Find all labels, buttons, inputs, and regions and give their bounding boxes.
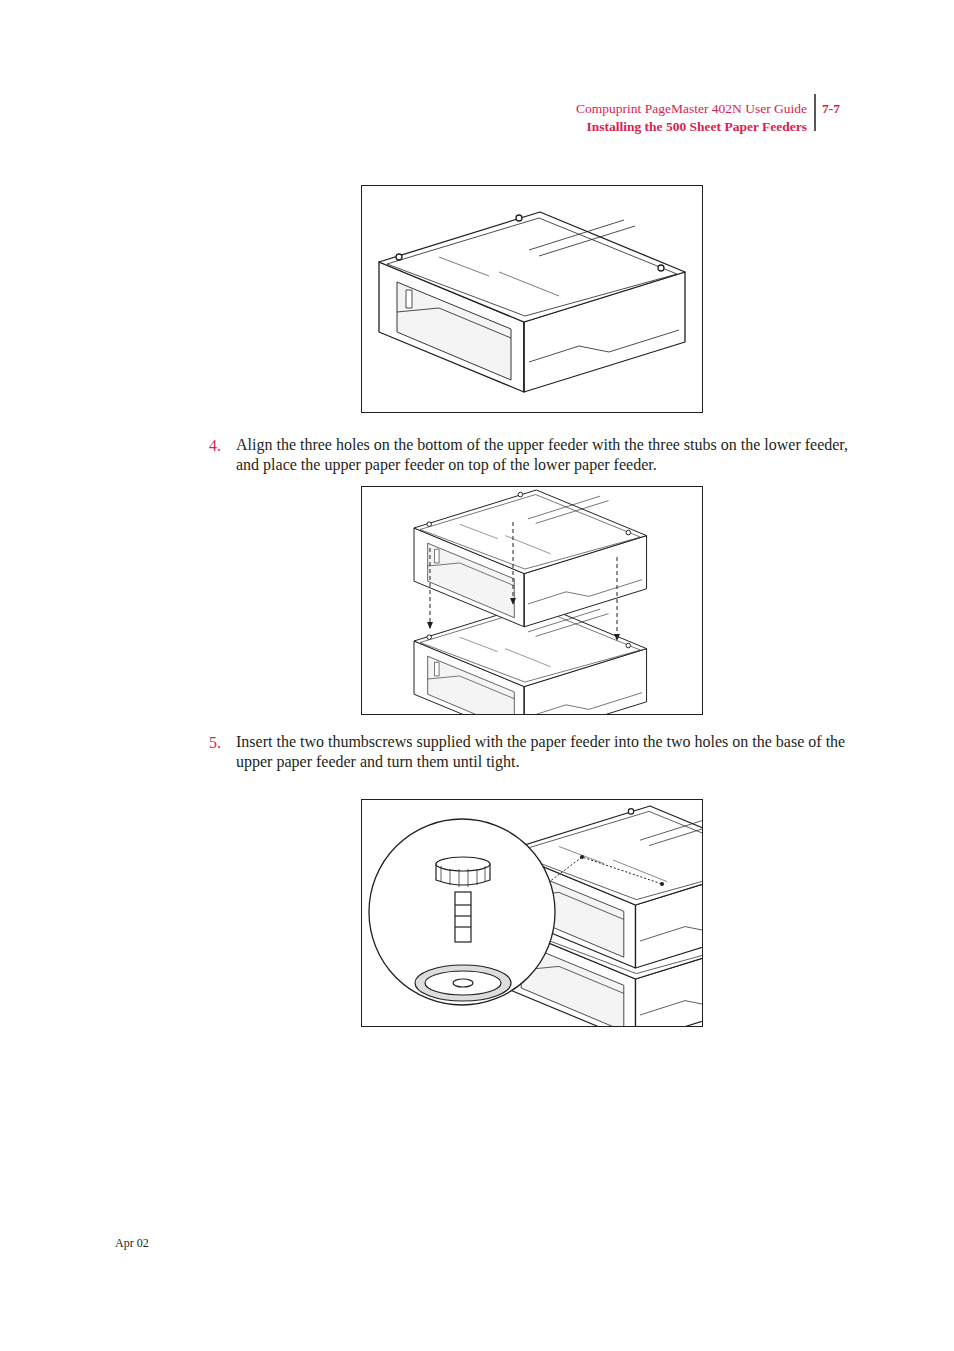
step-number: 4.: [209, 435, 233, 456]
step-number: 5.: [209, 732, 233, 753]
step-text: Insert the two thumbscrews supplied with…: [236, 732, 868, 772]
running-header: Compuprint PageMaster 402N User Guide: [480, 100, 807, 118]
step-text: Align the three holes on the bottom of t…: [236, 435, 868, 475]
footer-date: Apr 02: [115, 1235, 195, 1251]
section-header: Installing the 500 Sheet Paper Feeders: [480, 118, 807, 136]
page-number: 7-7: [822, 100, 862, 118]
